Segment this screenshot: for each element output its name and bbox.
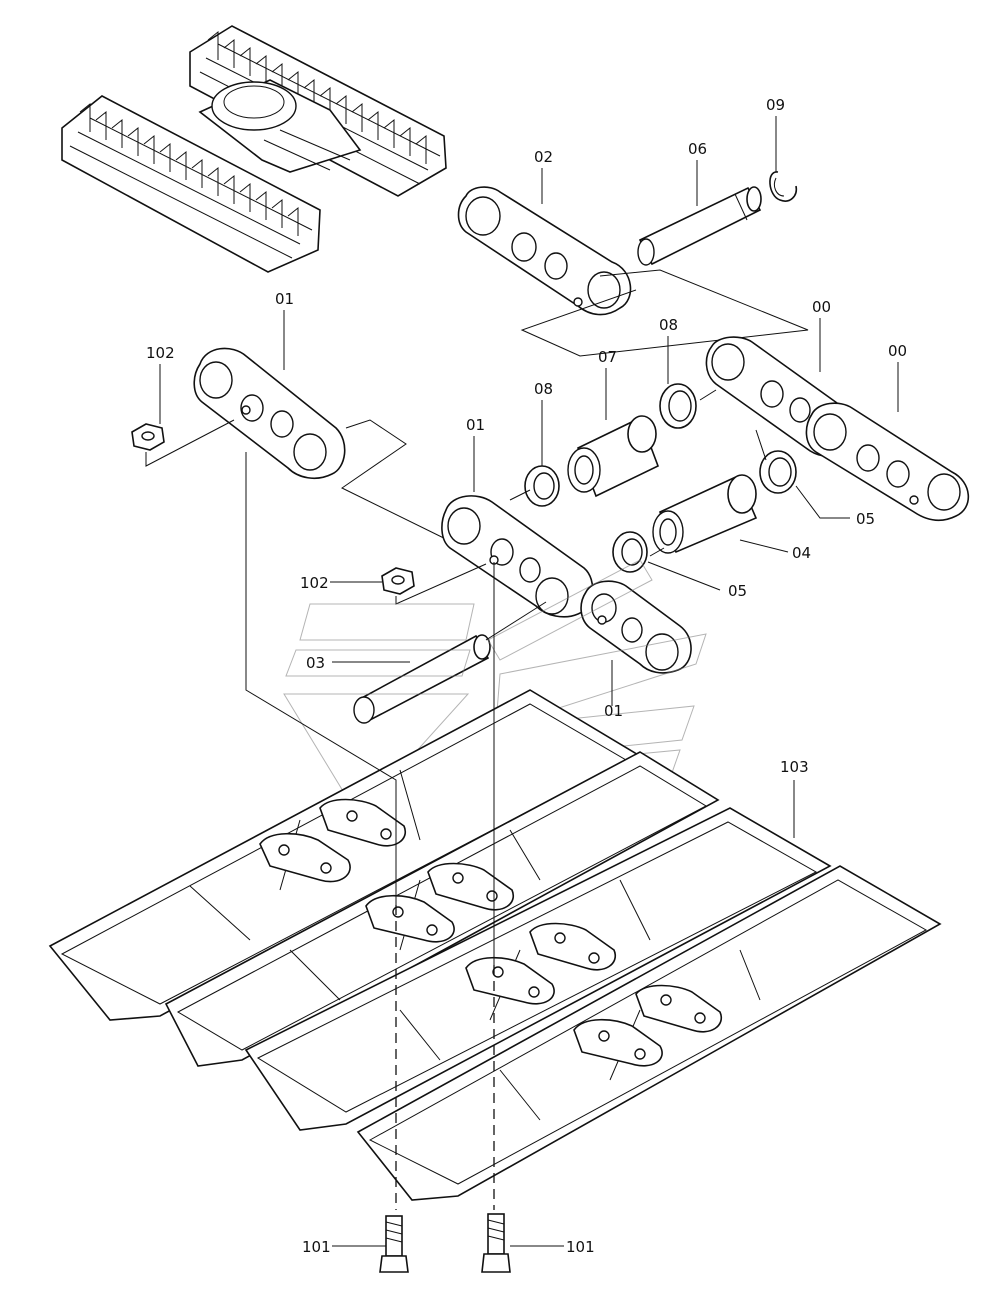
leader-01-left (341, 419, 461, 547)
callout-01-center: 01 (466, 416, 485, 434)
track-shoe-2 (164, 751, 720, 1067)
leader-nut-upper (145, 419, 235, 467)
bolt-101-left (379, 1215, 409, 1273)
seal-08-upper (659, 383, 697, 429)
callout-leaders (159, 116, 899, 1247)
callout-00-right: 00 (888, 342, 907, 360)
seal-05-right (759, 450, 797, 494)
nut-102-lower (381, 567, 415, 595)
callout-04: 04 (792, 544, 811, 562)
track-shoe-3 (244, 807, 832, 1131)
pin-03 (353, 634, 491, 724)
callout-01-top-left: 01 (275, 290, 294, 308)
callout-labels: 09 02 06 01 00 08 102 00 07 08 01 05 04 … (146, 96, 907, 1256)
bushing-04 (652, 474, 758, 554)
callout-101-left: 101 (302, 1238, 331, 1256)
leader-bushing-04 (649, 429, 767, 557)
bolt-101-right (481, 1213, 511, 1273)
track-shoe-4 (356, 865, 942, 1201)
leader-bolt-left (245, 452, 397, 905)
swing-frame (198, 79, 362, 173)
nut-102-upper (131, 423, 165, 451)
link-02 (457, 186, 632, 316)
link-00-b (805, 402, 970, 522)
callout-05-left: 05 (728, 582, 747, 600)
callout-07: 07 (598, 348, 617, 366)
pin-06 (637, 186, 762, 266)
seal-05-left (612, 531, 648, 573)
callout-102-lower: 102 (300, 574, 329, 592)
link-01-lower-right (580, 580, 692, 674)
callout-03: 03 (306, 654, 325, 672)
callout-102-upper: 102 (146, 344, 175, 362)
leader-02 (520, 269, 809, 357)
bushing-07 (567, 415, 660, 498)
callout-08-lower: 08 (534, 380, 553, 398)
callout-08-upper: 08 (659, 316, 678, 334)
callout-103: 103 (780, 758, 809, 776)
callout-09: 09 (766, 96, 785, 114)
left-track (61, 95, 321, 273)
leader-pin-03 (485, 601, 547, 641)
callout-00-left: 00 (812, 298, 831, 316)
callout-05-right: 05 (856, 510, 875, 528)
leader-bushing-07 (509, 389, 717, 501)
undercarriage-overview (61, 25, 447, 273)
callout-101-right: 101 (566, 1238, 595, 1256)
link-01-upper-left (193, 347, 346, 480)
snap-ring-09 (769, 171, 798, 202)
callout-06: 06 (688, 140, 707, 158)
callout-02: 02 (534, 148, 553, 166)
link-01-center (441, 495, 594, 618)
callout-01-lower: 01 (604, 702, 623, 720)
seal-08-lower (524, 465, 560, 507)
